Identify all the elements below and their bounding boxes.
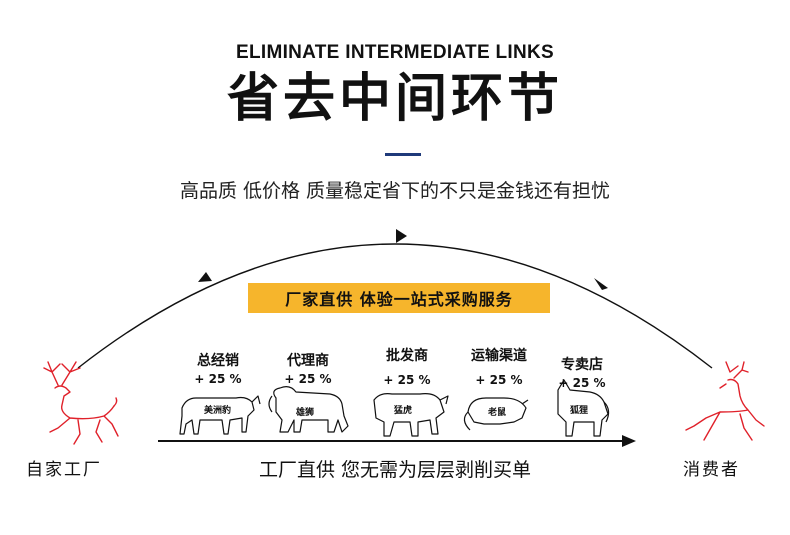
middleman-markup: + 25 % (276, 372, 340, 386)
arc-arrowhead-center (396, 229, 407, 243)
middleman-transport: 运输渠道 + 25 % (456, 345, 542, 387)
middleman-markup: + 25 % (550, 376, 614, 390)
deer-icon-consumer (686, 362, 764, 440)
middleman-wholesaler: 批发商 + 25 % (372, 345, 442, 387)
middleman-markup: + 25 % (456, 373, 542, 387)
bottom-arrowhead (622, 435, 636, 447)
deer-icon-factory (44, 362, 118, 444)
middleman-name: 批发商 (372, 345, 442, 365)
animal-label-fox: 狐狸 (570, 403, 588, 416)
middleman-name: 代理商 (276, 350, 340, 370)
middleman-markup: + 25 % (186, 372, 250, 386)
middleman-name: 运输渠道 (456, 345, 542, 365)
middleman-name: 总经销 (186, 350, 250, 370)
animal-label-tiger: 猛虎 (394, 403, 412, 416)
arc-arrowhead-right (594, 278, 608, 290)
middleman-agent: 代理商 + 25 % (276, 350, 340, 386)
middleman-store: 专卖店 + 25 % (550, 354, 614, 390)
consumer-label: 消费者 (683, 455, 740, 480)
arc-arrowhead-left (198, 272, 212, 282)
bottom-slogan: 工厂直供 您无需为层层剥削买单 (0, 455, 790, 482)
animal-label-lion: 雄狮 (296, 405, 314, 418)
factory-label: 自家工厂 (26, 455, 102, 480)
service-banner: 厂家直供 体验一站式采购服务 (248, 283, 550, 313)
animal-label-leopard: 美洲豹 (204, 403, 231, 416)
middleman-distributor: 总经销 + 25 % (186, 350, 250, 386)
middleman-name: 专卖店 (550, 354, 614, 374)
animal-label-rat: 老鼠 (488, 405, 506, 418)
middleman-markup: + 25 % (372, 373, 442, 387)
